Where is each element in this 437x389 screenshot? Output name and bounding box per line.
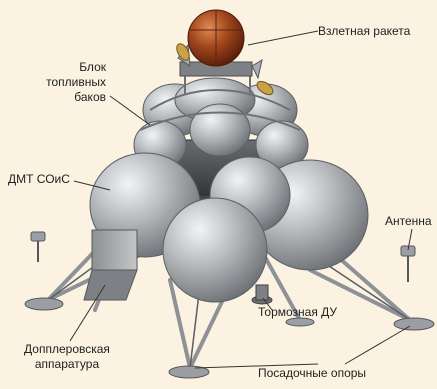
label-fuel-tanks-block: Блок топливных баков	[46, 60, 106, 105]
label-takeoff-rocket: Взлетная ракета	[318, 24, 410, 39]
antenna-left	[31, 232, 45, 262]
antenna-right	[401, 246, 415, 282]
brake-engine	[252, 285, 272, 304]
doppler-apparatus	[84, 230, 137, 300]
label-dmt-sois: ДМТ СОиС	[8, 172, 70, 187]
label-fuel-tanks-line-1: Блок	[46, 60, 106, 75]
label-doppler-line-1: Допплеровская	[8, 342, 126, 357]
label-antenna: Антенна	[385, 214, 432, 229]
label-doppler-line-2: аппаратура	[8, 357, 126, 372]
label-fuel-tanks-line-3: баков	[46, 90, 106, 105]
label-fuel-tanks-line-2: топливных	[46, 75, 106, 90]
label-landing-legs: Посадочные опоры	[258, 366, 366, 381]
label-doppler-apparatus: Допплеровская аппаратура	[8, 342, 126, 372]
label-brake-engine: Тормозная ДУ	[258, 305, 337, 320]
